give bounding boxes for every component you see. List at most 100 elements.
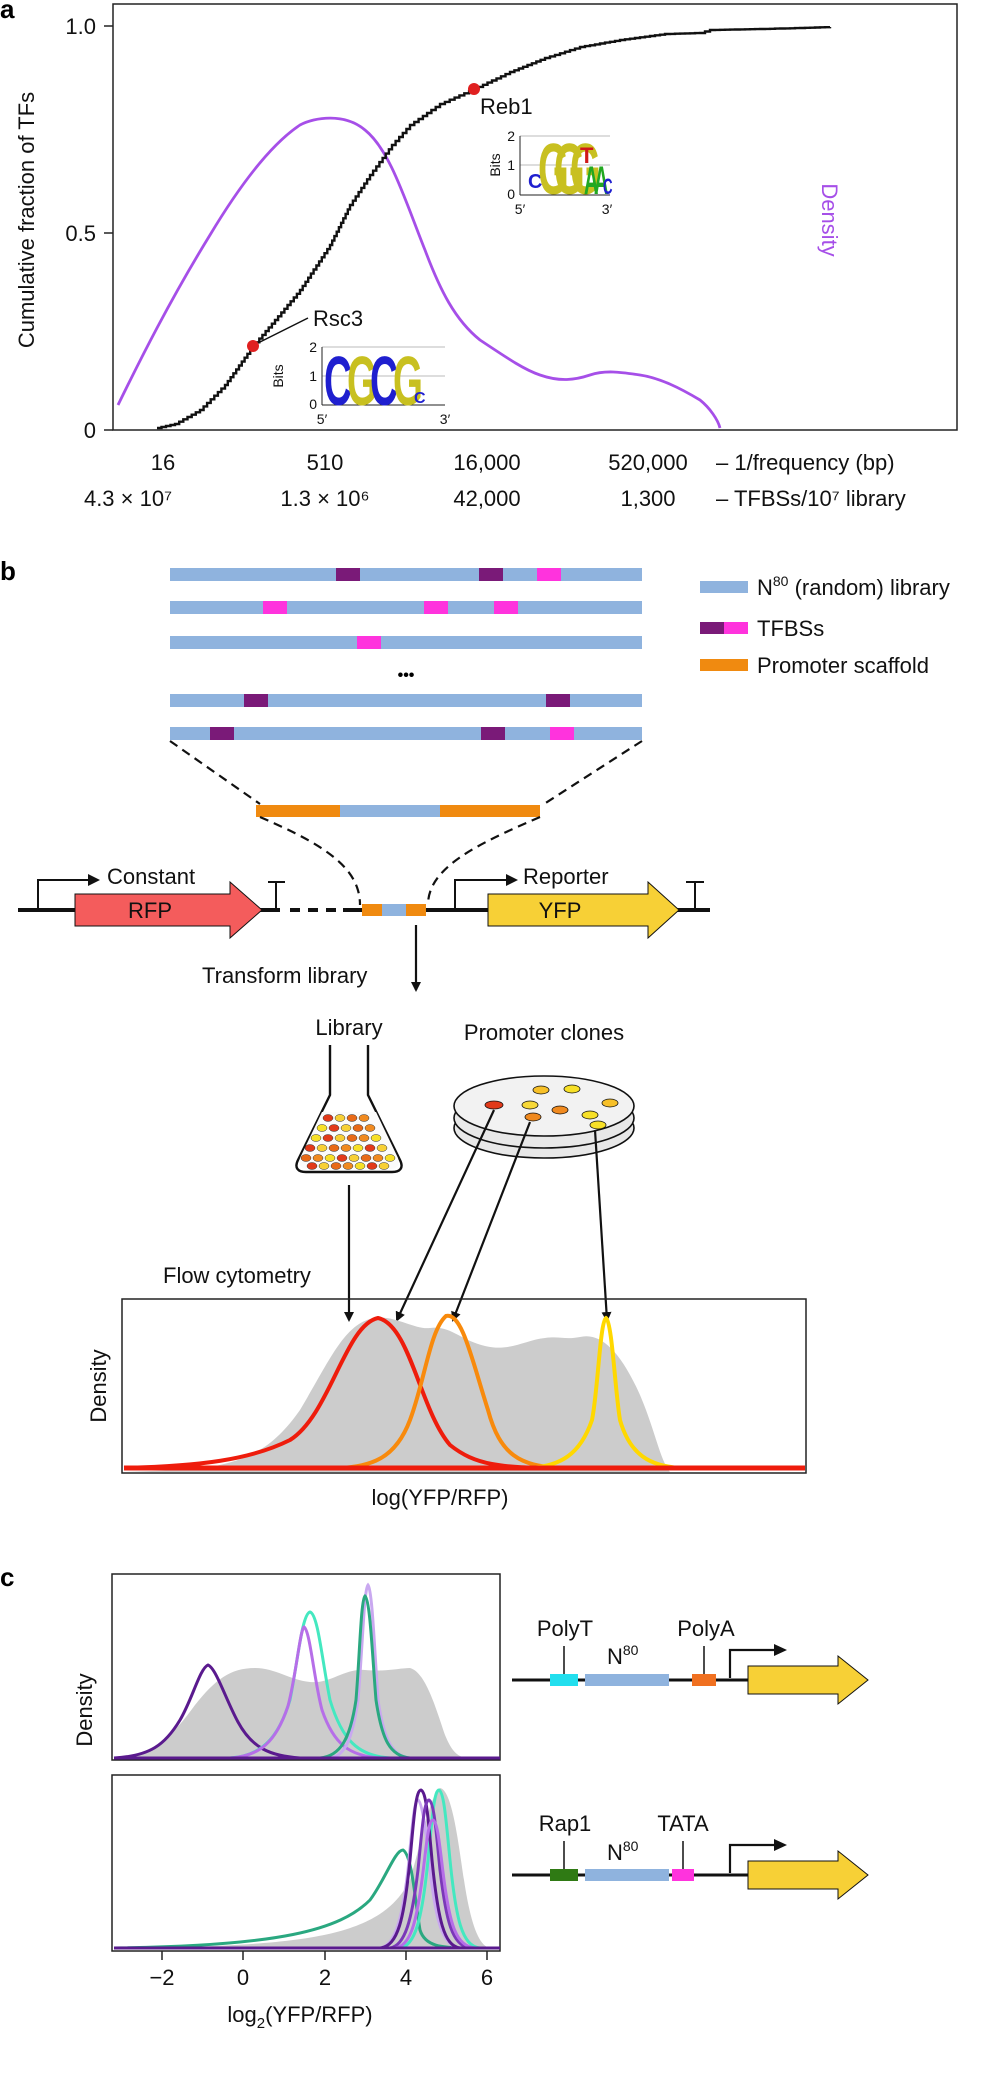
reb1-marker <box>468 83 480 95</box>
rsc3-logo-tick-2: 2 <box>309 339 317 355</box>
flask-colony <box>334 1134 346 1142</box>
legend-swatch-scaffold <box>700 659 748 671</box>
rsc3-logo-tick-0: 0 <box>309 396 317 412</box>
flask-colony <box>330 1162 342 1170</box>
rsc3-letter-c1: C <box>324 342 352 420</box>
x-freq-510: 510 <box>307 450 344 475</box>
reb1-letter-g2: G <box>554 130 585 211</box>
flask-colony <box>324 1154 336 1162</box>
c-xtick-6: 6 <box>481 1965 493 1990</box>
flask-colony <box>306 1162 318 1170</box>
library-label: Library <box>315 1015 382 1040</box>
x-freq-label: – 1/frequency (bp) <box>716 450 895 475</box>
orange-clone-curve <box>339 1313 561 1470</box>
yellow-clone-curve <box>529 1315 681 1470</box>
yfp-label: YFP <box>539 898 582 923</box>
reb1-letter-c2: C <box>603 175 613 199</box>
promoter-scaffold <box>256 805 540 817</box>
promoter-clones-label: Promoter clones <box>464 1020 624 1045</box>
flask-colony <box>360 1154 372 1162</box>
c-xtick-2: 2 <box>319 1965 331 1990</box>
flask-colony <box>328 1124 340 1132</box>
rsc3-label: Rsc3 <box>313 306 363 331</box>
flask-colony <box>352 1144 364 1152</box>
panel-b-label: b <box>0 556 16 586</box>
x-tfbs-3: 42,000 <box>453 486 520 511</box>
flow-cytometry-plot: Density log(YFP/RFP) <box>86 1298 807 1510</box>
legend-library: N80 (random) library <box>757 573 950 600</box>
reb1-logo-3prime: 3′ <box>602 201 613 217</box>
flask-colony <box>340 1144 352 1152</box>
library-distribution <box>124 1317 670 1472</box>
flask-colony <box>336 1154 348 1162</box>
flask-colony <box>322 1114 334 1122</box>
flask-colony <box>376 1144 388 1152</box>
reb1-logo-tick-0: 0 <box>507 186 515 202</box>
flask-colony <box>304 1144 316 1152</box>
flask-colony <box>370 1134 382 1142</box>
x-tfbs-1: 4.3 × 10⁷ <box>84 486 172 511</box>
y2-axis-label: Density <box>817 183 842 256</box>
reb1-letter-a1: A <box>584 157 598 203</box>
reb1-logo-5prime: 5′ <box>515 201 526 217</box>
legend-scaffold: Promoter scaffold <box>757 653 929 678</box>
flask-colony <box>358 1114 370 1122</box>
x-freq-520000: 520,000 <box>608 450 688 475</box>
rsc3-logo-5prime: 5′ <box>317 411 328 427</box>
petri-dish <box>453 1075 635 1159</box>
rfp-label: RFP <box>128 898 172 923</box>
library-sequences: ••• <box>170 568 642 740</box>
panel-c-bottom-plot: −2 0 2 4 6 log2(YFP/RFP) <box>111 1774 501 2032</box>
x-freq-16: 16 <box>151 450 175 475</box>
library-flask <box>295 1045 403 1174</box>
y-tick-0: 0 <box>84 418 96 443</box>
rsc3-logo-3prime: 3′ <box>440 411 451 427</box>
reb1-label: Reb1 <box>480 94 533 119</box>
reb1-logo-tick-1: 1 <box>507 157 515 173</box>
reporter-construct: Constant RFP Reporter YFP <box>18 864 710 940</box>
reb1-letter-t: T <box>580 143 594 168</box>
flask-colony <box>310 1134 322 1142</box>
flask-colony <box>312 1154 324 1162</box>
rsc3-logo-bits: Bits <box>270 364 286 387</box>
cumulative-curve <box>157 26 832 430</box>
rsc3-marker <box>247 340 259 352</box>
legend-swatch-tfbs <box>700 622 724 634</box>
flask-colony <box>366 1162 378 1170</box>
flask-colony <box>364 1144 376 1152</box>
flask-colony <box>300 1154 312 1162</box>
c-xtick-4: 4 <box>400 1965 412 1990</box>
polya-label: PolyA <box>677 1616 735 1641</box>
flask-colony <box>384 1154 396 1162</box>
x-tfbs-2: 1.3 × 10⁶ <box>280 486 369 511</box>
flask-colony <box>346 1114 358 1122</box>
flask-colony <box>322 1134 334 1142</box>
flask-colony <box>342 1162 354 1170</box>
library-ellipsis: ••• <box>398 667 415 684</box>
flask-colony <box>328 1144 340 1152</box>
panel-a-frame <box>112 3 958 431</box>
reporter-label: Reporter <box>523 864 609 889</box>
constant-label: Constant <box>107 864 195 889</box>
flow-xlabel: log(YFP/RFP) <box>372 1485 509 1510</box>
rsc3-letter-c3: C <box>414 390 426 407</box>
yfp-gene-arrow <box>487 880 680 940</box>
y-axis-label: Cumulative fraction of TFs <box>14 92 39 348</box>
rfp-gene-arrow <box>74 880 263 940</box>
n80-bottom-label: N80 <box>607 1838 639 1865</box>
y-tick-0-5: 0.5 <box>65 221 96 246</box>
reb1-letter-g1: G <box>538 130 569 211</box>
reb1-letter-a2: A <box>594 157 608 203</box>
y-tick-1-0: 1.0 <box>65 14 96 39</box>
panel-c-label: c <box>0 1562 14 1592</box>
tata-label: TATA <box>657 1811 709 1836</box>
reb1-letter-g3: G <box>570 130 601 211</box>
c-xtick-0: 0 <box>237 1965 249 1990</box>
flow-cytometry-label: Flow cytometry <box>163 1263 311 1288</box>
transform-label: Transform library <box>202 963 367 988</box>
flask-colony <box>316 1124 328 1132</box>
reb1-letter-c: C <box>528 171 542 193</box>
rsc3-letter-g1: G <box>347 342 377 420</box>
rap1-label: Rap1 <box>539 1811 592 1836</box>
